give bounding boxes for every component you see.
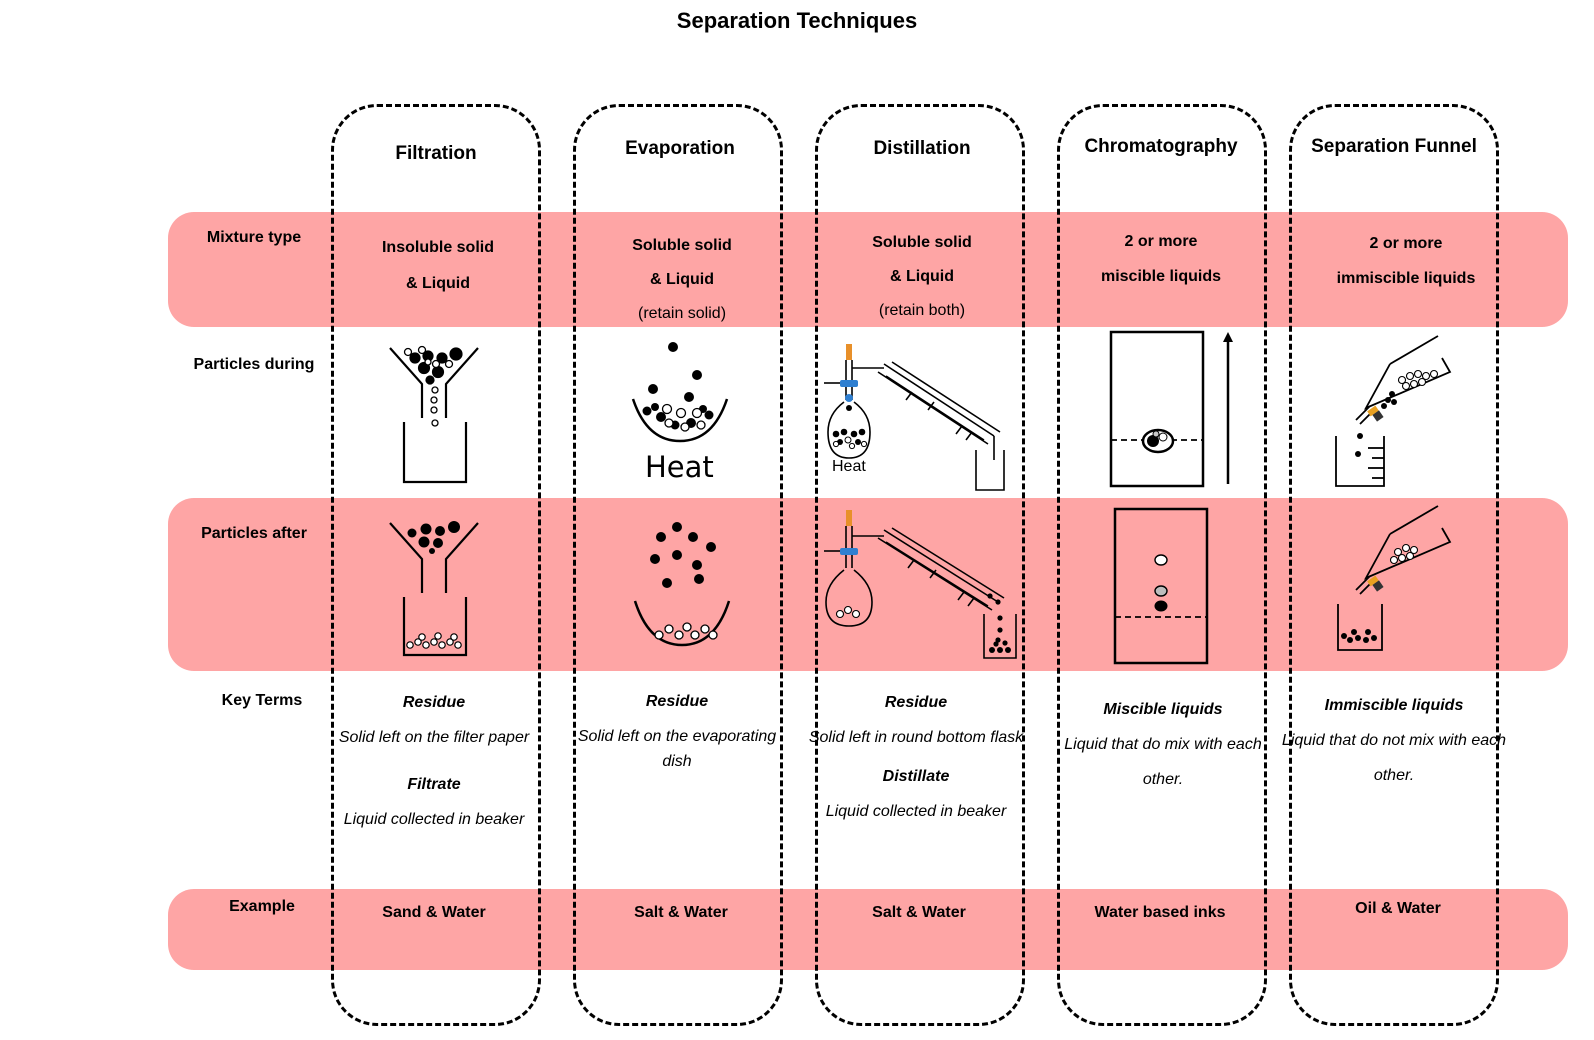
key-term: Residue xyxy=(645,693,709,710)
example-evaporation: Salt & Water xyxy=(634,904,728,921)
mixture-separation-funnel: 2 or more immiscible liquids xyxy=(1291,226,1521,296)
column-header-evaporation: Evaporation xyxy=(625,138,735,159)
page-title: Separation Techniques xyxy=(676,8,918,33)
mixture-type-band xyxy=(168,212,1568,327)
mixture-filtration: Insoluble solid & Liquid xyxy=(323,230,553,302)
evaporation-during-illustration xyxy=(631,342,729,443)
key-term: Residue xyxy=(402,694,466,711)
mixture-chromatography: 2 or more miscible liquids xyxy=(1046,224,1276,294)
filtration-column-frame xyxy=(331,104,541,1026)
mixture-evaporation: Soluble solid & Liquid (retain solid) xyxy=(567,229,797,331)
column-header-separation-funnel: Separation Funnel xyxy=(1311,136,1477,157)
key-term: Distillate xyxy=(882,768,950,785)
key-term-definition: beaker xyxy=(957,803,1007,820)
column-header-distillation: Distillation xyxy=(873,138,971,159)
key-term-definition: mix with each other. xyxy=(1373,732,1507,784)
key-term: Miscible liquids xyxy=(1103,701,1223,718)
key-term: Immiscible liquids xyxy=(1324,697,1464,714)
example-distillation: Salt & Water xyxy=(872,904,966,921)
example-chromatography: Water based inks xyxy=(1094,904,1226,921)
evaporation-after-illustration xyxy=(633,522,731,647)
key-term-definition: Solid left on the filter xyxy=(338,729,484,746)
row-label-key-terms: Key Terms xyxy=(221,692,303,709)
separation-funnel-after-illustration xyxy=(1337,505,1452,651)
key-term-definition: Liquid collected in xyxy=(825,803,953,820)
chromatography-during-illustration xyxy=(1109,330,1233,488)
key-term-definition: Liquid collected in xyxy=(343,811,471,828)
row-label-particles-during: Particles during xyxy=(193,356,315,373)
separation-funnel-during-illustration xyxy=(1335,335,1452,487)
heat-label-distillation: Heat xyxy=(832,458,866,475)
mixture-line: & Liquid xyxy=(890,268,954,285)
key-terms-separation-funnel: Immiscible liquids Liquid that do not mi… xyxy=(1279,688,1509,793)
column-header-filtration: Filtration xyxy=(395,143,477,164)
chromatography-column-frame xyxy=(1057,104,1267,1026)
row-label-example: Example xyxy=(229,898,295,915)
mixture-line: miscible liquids xyxy=(1100,268,1222,285)
mixture-line: Insoluble solid xyxy=(381,239,494,256)
example-separation-funnel: Oil & Water xyxy=(1355,900,1441,917)
key-term-definition: beaker xyxy=(475,811,525,828)
mixture-line: & Liquid xyxy=(406,275,470,292)
key-term-definition: bottom flask xyxy=(936,729,1024,746)
mixture-line: Soluble solid xyxy=(872,234,972,251)
mixture-line: Soluble solid xyxy=(632,237,732,254)
mixture-distillation: Soluble solid & Liquid (retain both) xyxy=(807,226,1037,328)
key-term: Filtrate xyxy=(407,776,461,793)
row-label-mixture-type: Mixture type xyxy=(206,229,302,246)
column-header-chromatography: Chromatography xyxy=(1084,136,1238,157)
chromatography-after-illustration xyxy=(1113,507,1209,665)
key-term-definition: mix with each other. xyxy=(1142,736,1262,788)
filtration-during-illustration xyxy=(389,345,479,484)
key-terms-chromatography: Miscible liquids Liquid that do mix with… xyxy=(1048,692,1278,797)
key-term-definition: Solid left on the xyxy=(577,728,689,745)
key-terms-evaporation: Residue Solid left on the evaporating di… xyxy=(562,689,792,774)
mixture-line: 2 or more xyxy=(1124,233,1198,250)
mixture-line: immiscible liquids xyxy=(1336,270,1476,287)
mixture-line: & Liquid xyxy=(650,271,714,288)
distillation-after-illustration xyxy=(824,510,1017,659)
key-term: Residue xyxy=(884,694,948,711)
key-term-definition: paper xyxy=(488,729,530,746)
example-filtration: Sand & Water xyxy=(382,904,486,921)
mixture-note: (retain both) xyxy=(878,302,966,319)
key-term-definition: Liquid that do xyxy=(1064,736,1161,753)
filtration-after-illustration xyxy=(389,521,479,657)
distillation-column-frame xyxy=(815,104,1025,1026)
key-term-definition: Solid left in round xyxy=(808,729,933,746)
heat-label-evaporation: Heat xyxy=(645,450,714,484)
mixture-line: 2 or more xyxy=(1369,235,1443,252)
example-band xyxy=(168,889,1568,970)
key-terms-filtration: Residue Solid left on the filter paper F… xyxy=(319,690,549,832)
mixture-note: (retain solid) xyxy=(637,305,727,322)
evaporation-column-frame xyxy=(573,104,783,1026)
distillation-during-illustration xyxy=(824,344,1005,491)
key-term-definition: Liquid that do not xyxy=(1281,732,1405,749)
row-label-particles-after: Particles after xyxy=(201,525,307,542)
key-term-definition: evaporating dish xyxy=(662,728,777,770)
key-terms-distillation: Residue Solid left in round bottom flask… xyxy=(801,690,1031,824)
separation-funnel-column-frame xyxy=(1289,104,1499,1026)
